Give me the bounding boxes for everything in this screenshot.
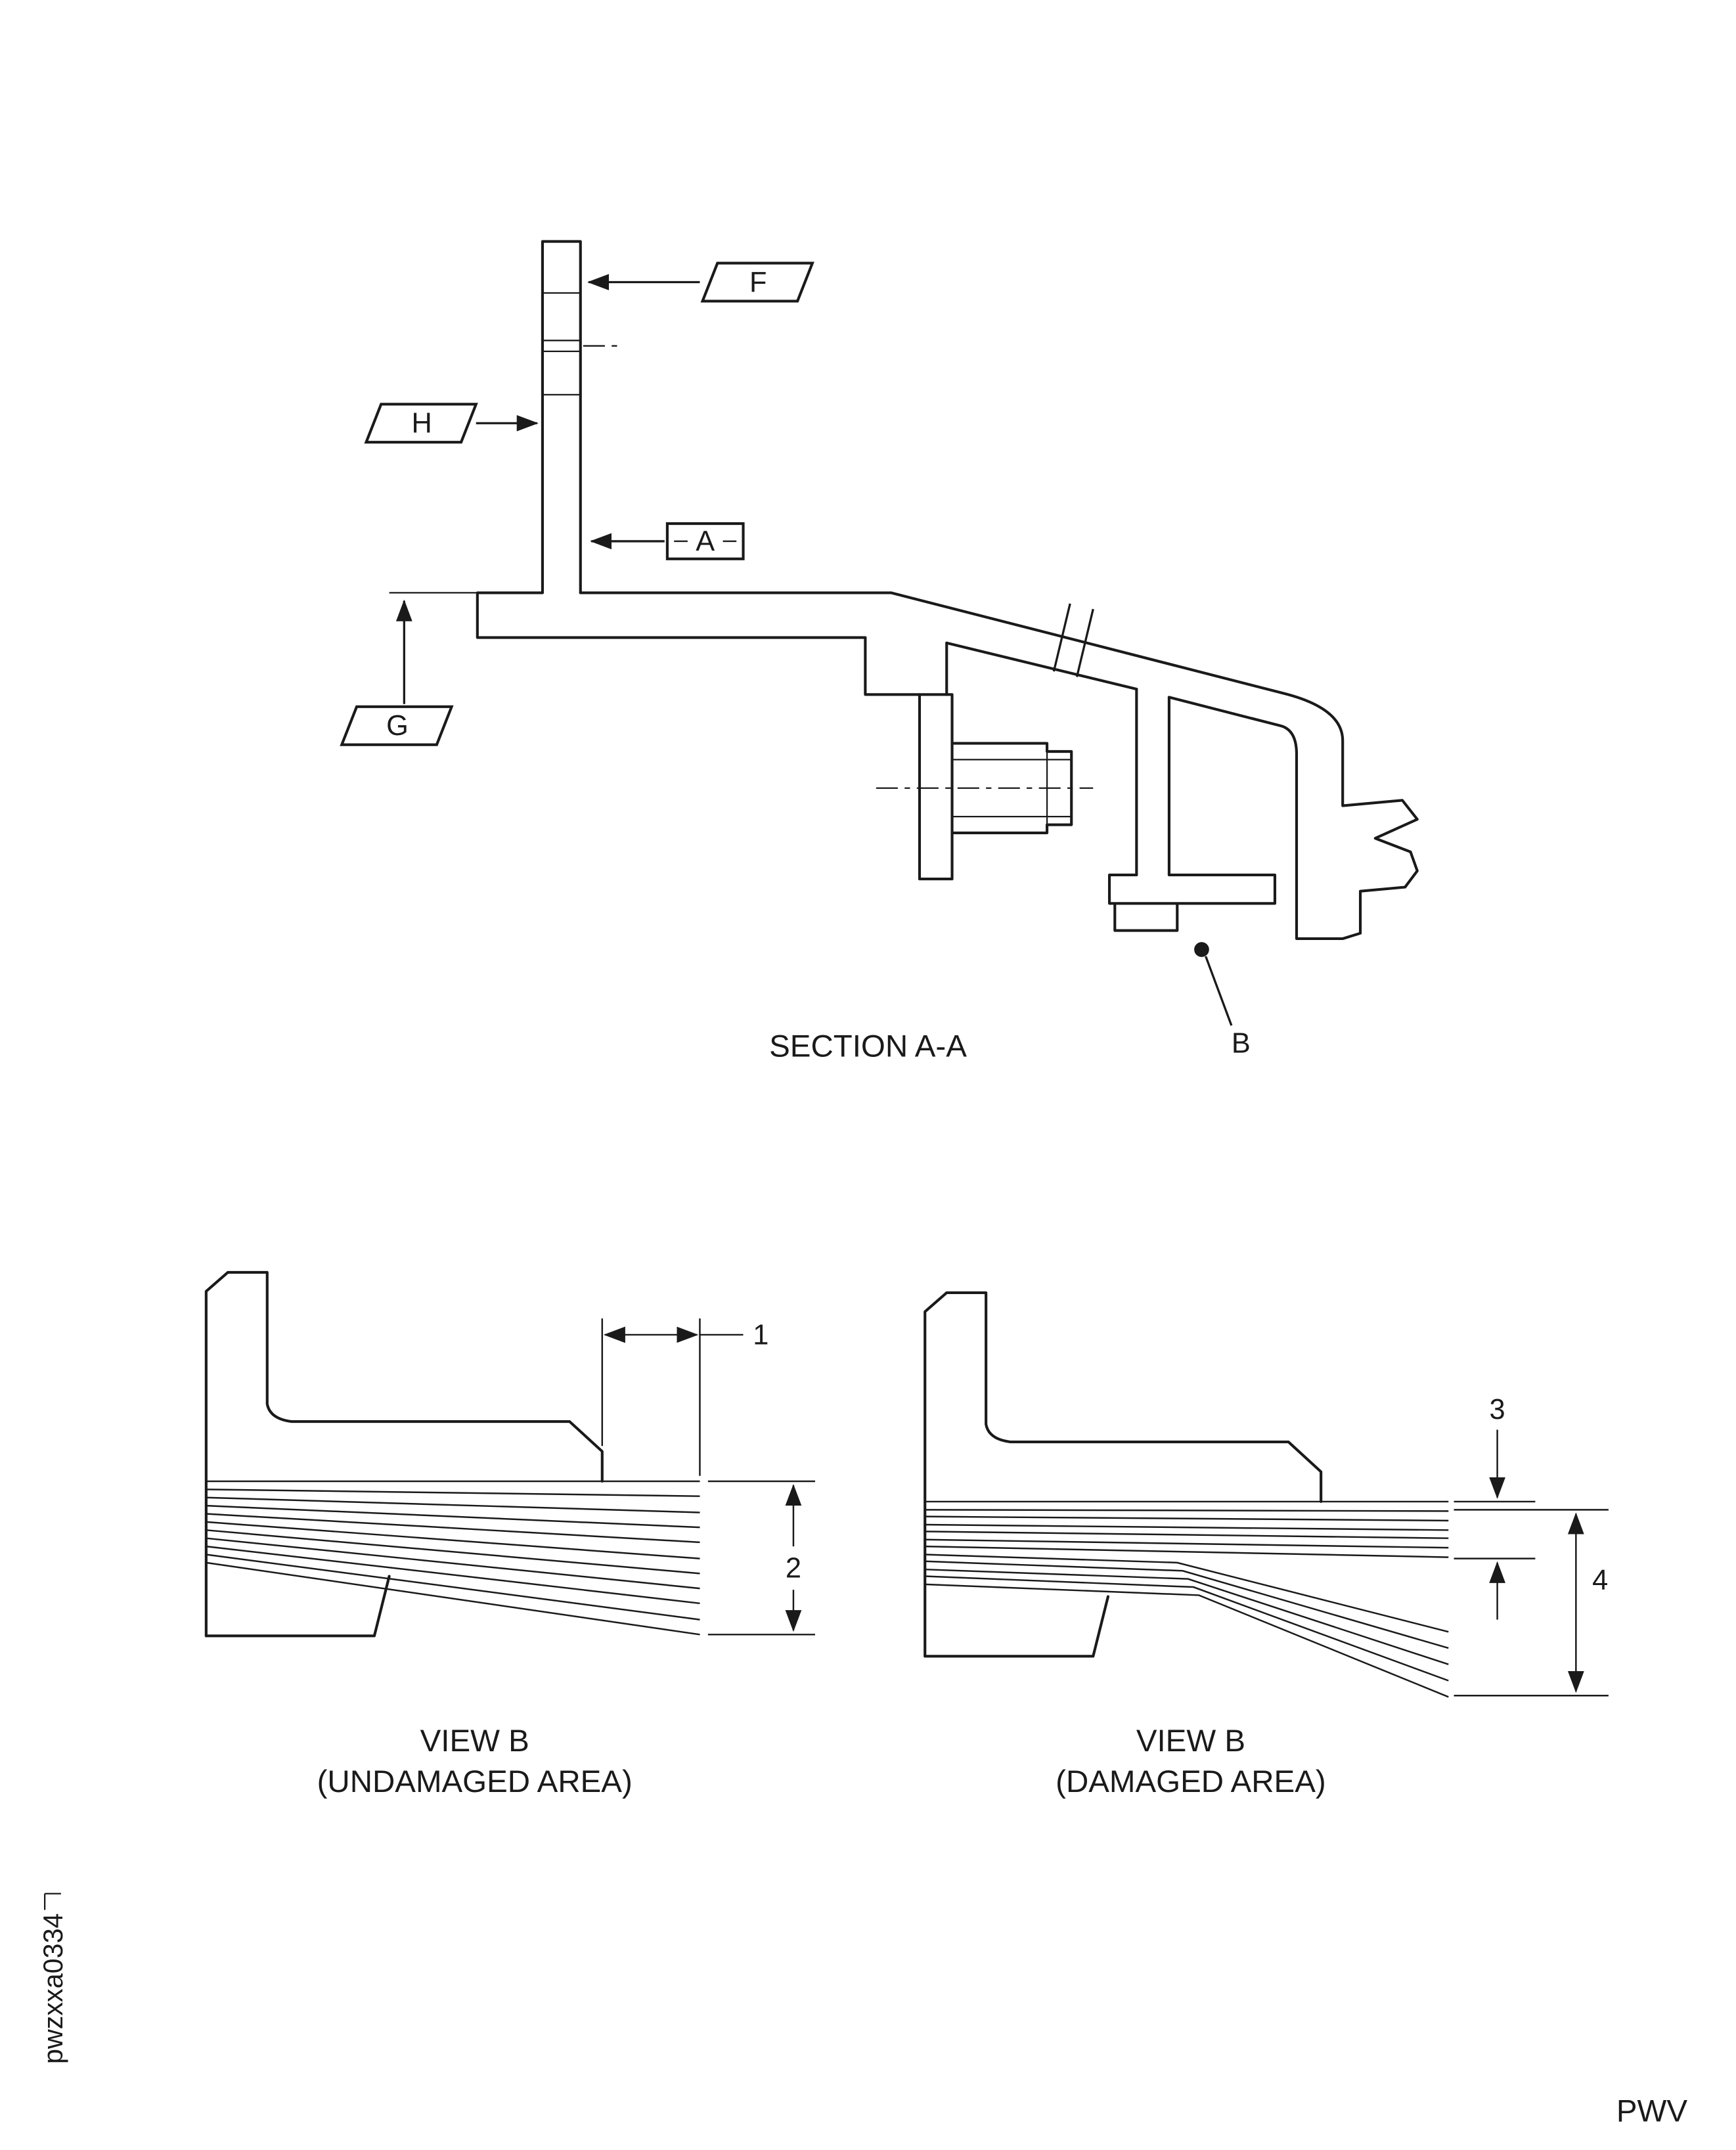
figure-id-block: pwzxxa0334 xyxy=(38,1892,68,2065)
section-marker-a: A xyxy=(590,522,745,560)
view-damaged-title: VIEW B xyxy=(1136,1724,1245,1758)
flange-outline xyxy=(389,591,893,639)
point-b-dot xyxy=(1194,942,1209,957)
view-b-undamaged: 1 2 VIEW B (UNDAMAGED AREA) xyxy=(204,1270,815,1799)
damaged-upper-ply-lines xyxy=(925,1500,1449,1558)
corner-mark xyxy=(44,1892,61,1910)
section-title: SECTION A-A xyxy=(769,1029,967,1064)
page-code-text: PWV xyxy=(1616,2094,1687,2129)
damaged-lower-wedge xyxy=(924,1595,1110,1658)
view-damaged-subtitle: (DAMAGED AREA) xyxy=(1056,1764,1326,1799)
flag-f-label: F xyxy=(749,267,767,298)
undamaged-ply-lines xyxy=(206,1480,700,1636)
break-marks xyxy=(1052,603,1094,677)
hub-outline xyxy=(876,693,1094,881)
flag-g-label: G xyxy=(386,710,409,742)
damaged-deflected-ply-lines xyxy=(925,1554,1449,1698)
dimension-3: 3 xyxy=(1454,1394,1536,1620)
flag-h: H xyxy=(364,403,539,444)
dimension-2-label: 2 xyxy=(786,1553,801,1584)
damaged-bracket-outline xyxy=(924,1291,1323,1658)
blade-outline xyxy=(541,240,619,594)
view-b-damaged: 3 4 VIEW B (DAMAGED AREA) xyxy=(924,1291,1609,1799)
dimension-1: 1 xyxy=(601,1318,768,1476)
dimension-3-label: 3 xyxy=(1490,1394,1505,1425)
section-marker-a-label: A xyxy=(696,526,715,557)
flag-g: G xyxy=(340,599,454,746)
view-undamaged-title: VIEW B xyxy=(420,1724,529,1758)
flag-f: F xyxy=(587,261,814,303)
undamaged-bracket-outline xyxy=(204,1270,604,1638)
view-undamaged-subtitle: (UNDAMAGED AREA) xyxy=(317,1764,633,1799)
section-a-a-drawing: F H A G B SECTION A-A xyxy=(340,240,1419,1064)
foot-pad-outline xyxy=(1107,873,1277,932)
dimension-4: 4 xyxy=(1454,1509,1609,1697)
arm-and-hook-outline xyxy=(889,591,1419,941)
dimension-2: 2 xyxy=(707,1480,815,1636)
point-b-callout: B xyxy=(1194,942,1251,1059)
flag-h-label: H xyxy=(412,408,432,439)
point-b-label: B xyxy=(1232,1027,1251,1059)
figure-id-text: pwzxxa0334 xyxy=(38,1914,68,2065)
dimension-1-label: 1 xyxy=(753,1319,768,1351)
pad-web-outline xyxy=(1135,687,1170,876)
hub-web-outline xyxy=(864,636,948,696)
undamaged-lower-wedge xyxy=(204,1575,391,1638)
dimension-4-label: 4 xyxy=(1592,1565,1608,1596)
